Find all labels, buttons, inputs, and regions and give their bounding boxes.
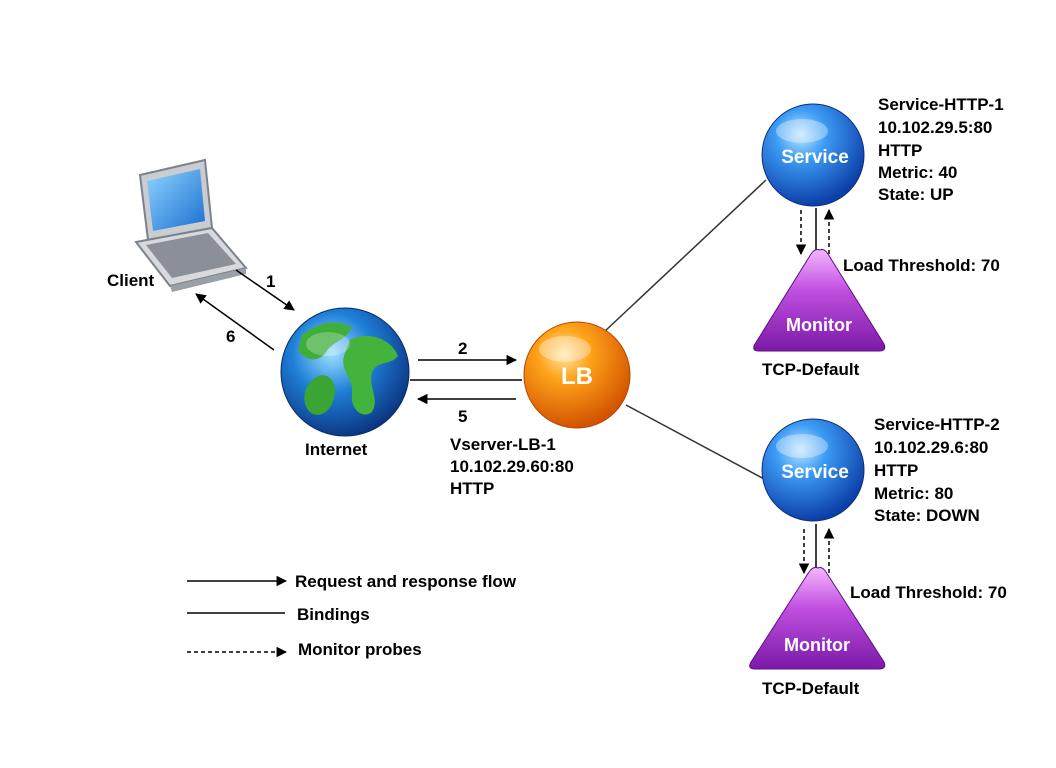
flow-number-6: 6	[226, 327, 235, 346]
globe-icon	[280, 307, 410, 437]
lb-node-label: LB	[561, 363, 593, 390]
service-2-protocol: HTTP	[874, 461, 918, 480]
flow-arrow-6	[195, 293, 275, 351]
legend: Request and response flow Bindings Monit…	[187, 572, 517, 659]
service-1-address: 10.102.29.5:80	[878, 118, 992, 137]
service-1-name: Service-HTTP-1	[878, 95, 1004, 114]
binding-line-lb-service1	[603, 179, 767, 333]
monitor-node-2: Monitor	[749, 567, 886, 670]
legend-request-label: Request and response flow	[295, 572, 517, 591]
lb-address: 10.102.29.60:80	[450, 457, 574, 476]
service-node-2: Service	[761, 418, 865, 522]
monitor-2-name: TCP-Default	[762, 679, 860, 698]
legend-bindings-label: Bindings	[297, 605, 370, 624]
flow-arrow-1	[235, 269, 295, 311]
internet-label: Internet	[305, 440, 368, 459]
flow-number-2: 2	[458, 339, 467, 358]
binding-line-lb-service2	[625, 404, 767, 481]
service-2-name: Service-HTTP-2	[874, 415, 1000, 434]
service-2-state: State: DOWN	[874, 506, 980, 525]
monitor-1-name: TCP-Default	[762, 360, 860, 379]
service-2-address: 10.102.29.6:80	[874, 438, 988, 457]
monitor-node-2-label: Monitor	[784, 635, 850, 655]
monitor-node-1: Monitor	[753, 249, 886, 352]
flow-number-5: 5	[458, 407, 467, 426]
client-label: Client	[107, 271, 155, 290]
threshold-1: Load Threshold: 70	[843, 256, 1000, 275]
service-2-metric: Metric: 80	[874, 484, 953, 503]
monitor-node-1-label: Monitor	[786, 315, 852, 335]
service-1-state: State: UP	[878, 185, 954, 204]
laptop-icon	[134, 158, 248, 292]
service-node-1-label: Service	[781, 147, 849, 168]
flow-number-1: 1	[266, 272, 275, 291]
service-node-2-label: Service	[781, 462, 849, 483]
lb-protocol: HTTP	[450, 479, 494, 498]
threshold-2: Load Threshold: 70	[850, 583, 1007, 602]
service-node-1: Service	[761, 103, 865, 207]
lb-node: LB	[523, 321, 631, 429]
service-1-protocol: HTTP	[878, 141, 922, 160]
service-1-metric: Metric: 40	[878, 163, 957, 182]
lb-name: Vserver-LB-1	[450, 435, 556, 454]
legend-probes-label: Monitor probes	[298, 640, 422, 659]
